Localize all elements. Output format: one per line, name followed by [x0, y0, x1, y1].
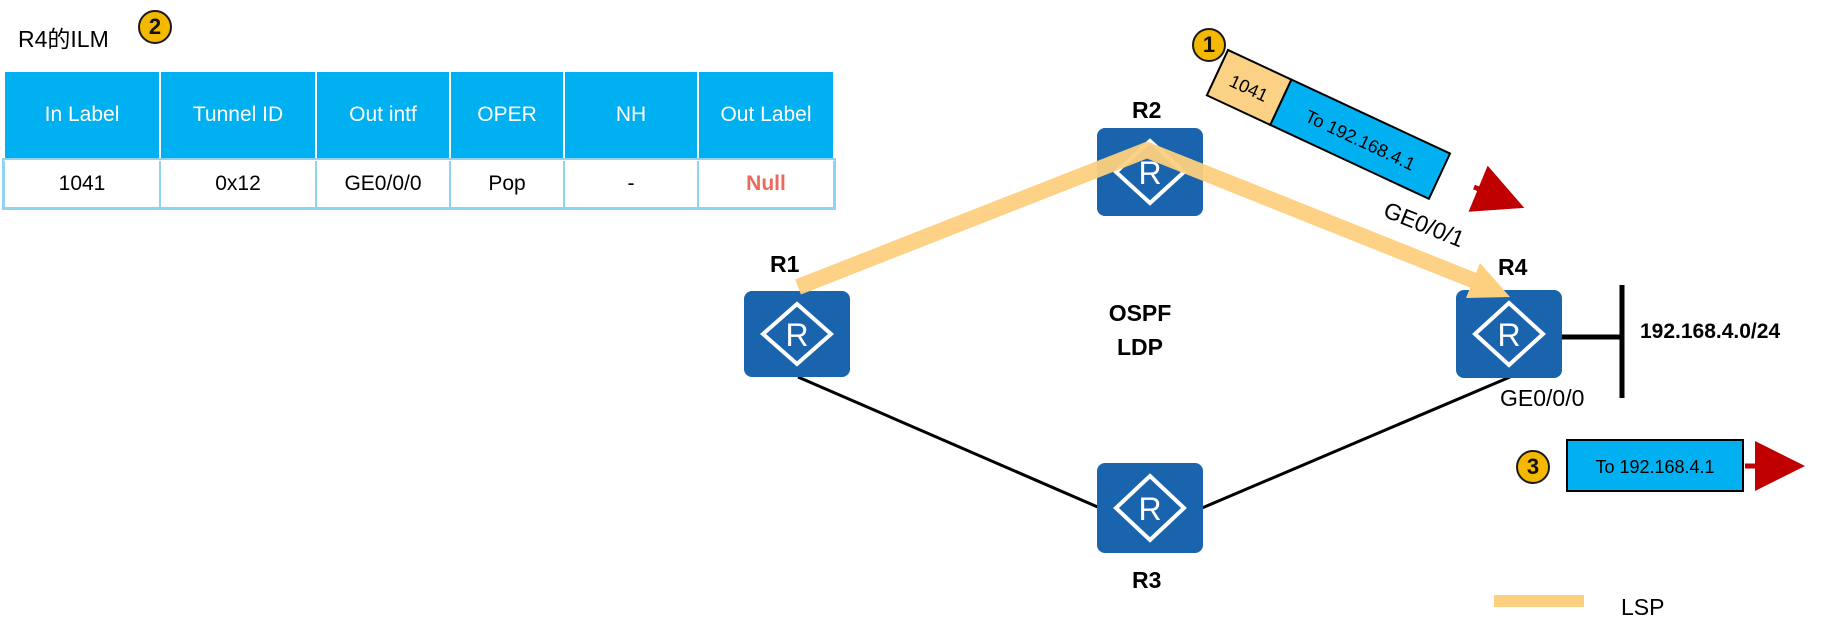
router-r3-letter: R	[1138, 491, 1161, 527]
router-r2-letter: R	[1138, 155, 1161, 191]
cell-nh: -	[563, 158, 699, 209]
header-tunnel-id: Tunnel ID	[159, 70, 317, 161]
router-r3-icon	[1097, 463, 1203, 553]
labeled-packet: 1041 To 192.168.4.1	[1205, 48, 1452, 201]
router-r1-letter: R	[785, 317, 808, 353]
cell-in-label: 1041	[3, 158, 161, 209]
protocol-ospf: OSPF	[1108, 300, 1172, 326]
router-r3-label: R3	[1132, 567, 1162, 593]
header-nh: NH	[563, 70, 699, 161]
protocol-ldp: LDP	[1117, 334, 1163, 360]
unlabeled-packet	[1566, 439, 1744, 492]
legend-lsp-label: LSP	[1621, 594, 1665, 620]
packet-payload-unlabeled: To 192.168.4.1	[1595, 457, 1714, 477]
router-r1-label: R1	[770, 251, 800, 277]
cell-tunnel-id: 0x12	[159, 158, 317, 209]
step-badge-2: 2	[138, 10, 172, 44]
link-r3-r4	[1201, 375, 1511, 510]
ilm-table: In Label Tunnel ID Out intf OPER NH Out …	[2, 70, 836, 210]
interface-r4-out: GE0/0/0	[1500, 385, 1585, 411]
router-r4-letter: R	[1497, 317, 1520, 353]
labeled-packet-arrow	[1468, 165, 1525, 212]
ilm-title: R4的ILM	[18, 26, 109, 52]
cell-out-intf: GE0/0/0	[315, 158, 451, 209]
header-oper: OPER	[449, 70, 565, 161]
lsp-arrowhead	[1466, 263, 1510, 298]
router-r2-label: R2	[1132, 97, 1162, 123]
header-in-label: In Label	[3, 70, 161, 161]
subnet-label: 192.168.4.0/24	[1640, 320, 1781, 343]
router-r4-label: R4	[1498, 254, 1528, 280]
lsp-path	[795, 142, 1483, 295]
cell-out-label: Null	[697, 158, 835, 209]
table-row: 1041 0x12 GE0/0/0 Pop - Null	[2, 157, 836, 210]
router-r1-icon	[744, 291, 850, 377]
ilm-header-row: In Label Tunnel ID Out intf OPER NH Out …	[3, 70, 835, 161]
header-out-intf: Out intf	[315, 70, 451, 161]
router-r4-icon	[1456, 290, 1562, 378]
protocol-label: OSPF LDP	[1085, 296, 1195, 364]
header-out-label: Out Label	[697, 70, 835, 161]
step-badge-3: 3	[1516, 450, 1550, 484]
link-r1-r3	[797, 375, 1101, 510]
step-badge-1: 1	[1192, 28, 1226, 62]
cell-oper: Pop	[449, 158, 565, 209]
